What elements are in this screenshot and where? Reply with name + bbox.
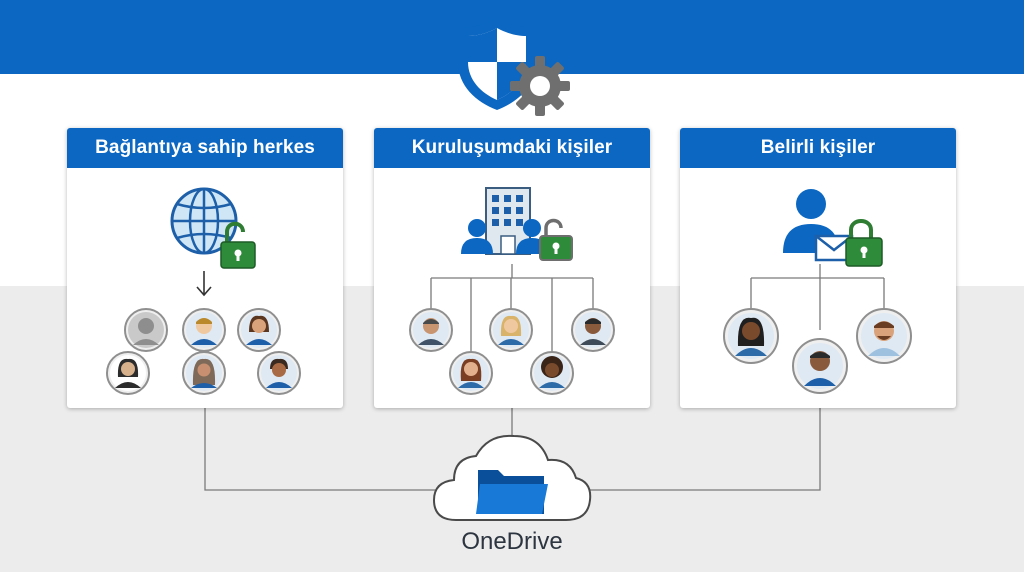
closed-padlock-icon — [845, 219, 883, 267]
card-title: Bağlantıya sahip herkes — [67, 128, 343, 168]
card-specific-people: Belirli kişiler — [680, 128, 956, 408]
card-title: Belirli kişiler — [680, 128, 956, 168]
onedrive-label: OneDrive — [461, 528, 563, 555]
avatar — [792, 338, 848, 394]
card-anyone-with-link: Bağlantıya sahip herkes — [67, 128, 343, 408]
avatar — [237, 308, 281, 352]
open-padlock-icon — [220, 221, 256, 269]
folder-icon — [476, 470, 548, 514]
connector-right — [586, 408, 821, 491]
connector-left — [204, 408, 440, 491]
avatar — [530, 351, 574, 395]
avatar — [409, 308, 453, 352]
card-illustration — [723, 189, 912, 394]
avatar — [257, 351, 301, 395]
onedrive-cloud — [432, 434, 592, 521]
avatar — [182, 308, 226, 352]
avatar — [571, 308, 615, 352]
arrow-down-icon — [196, 271, 212, 297]
card-people-in-my-organization: Kuruluşumdaki kişiler — [374, 128, 650, 408]
card-illustration — [106, 187, 301, 395]
avatar — [106, 351, 150, 395]
avatar — [124, 308, 168, 352]
avatar — [182, 351, 226, 395]
avatar — [856, 308, 912, 364]
gear-icon — [510, 56, 570, 116]
avatar — [723, 308, 779, 364]
security-emblem — [458, 18, 570, 116]
open-padlock-icon — [539, 218, 573, 261]
avatar — [489, 308, 533, 352]
avatar — [449, 351, 493, 395]
org-tree-lines — [430, 264, 594, 352]
card-title: Kuruluşumdaki kişiler — [374, 128, 650, 168]
distribution-lines — [750, 264, 885, 330]
card-illustration — [409, 187, 615, 395]
